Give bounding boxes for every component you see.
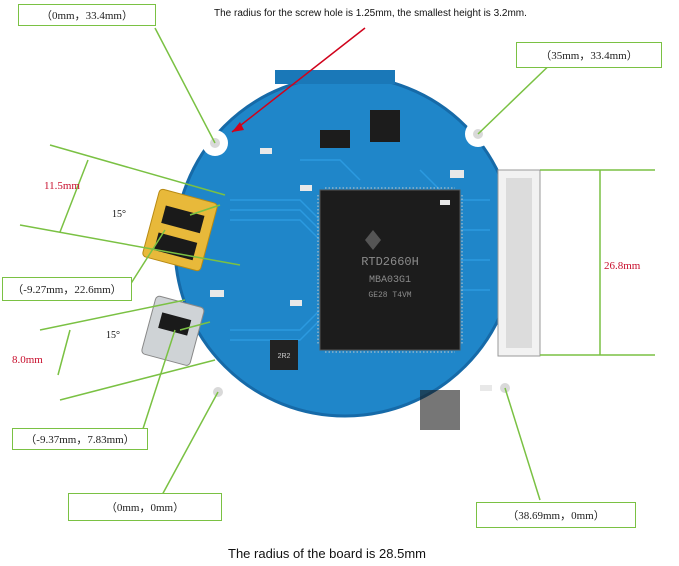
leader-lines: [19, 27, 655, 509]
chip-marking-3: GE28 T4VM: [368, 291, 411, 300]
inductor-marking: 2R2: [278, 353, 291, 360]
coord-hdmi-full: （-9.27mm，22.6mm）: [2, 277, 132, 301]
board-caption: The radius of the board is 28.5mm: [228, 546, 426, 561]
chip-pins: [317, 187, 463, 353]
hdmi-dimension-lines: [57, 159, 89, 376]
coord-bottom-right: （38.69mm，0mm）: [476, 502, 636, 528]
fpc-slot: [506, 178, 532, 348]
screw-hole-note: The radius for the screw hole is 1.25mm,…: [214, 8, 527, 19]
arrow-head-icon: [232, 122, 244, 132]
board-top-flat: [275, 70, 395, 84]
connector-height-label: 26.8mm: [604, 260, 641, 272]
hdmi-mini-connector: [141, 295, 205, 366]
hdmi-full-angle-label: 15°: [112, 209, 126, 220]
connector-pin-label: 40: [484, 343, 493, 352]
chip-logo-icon: [365, 230, 381, 250]
main-chip: [319, 189, 461, 351]
coord-bottom-left: （0mm，0mm）: [68, 493, 222, 521]
coord-top-right: （35mm，33.4mm）: [516, 42, 662, 68]
smd-components: [210, 110, 492, 430]
coord-hdmi-mini: （-9.37mm，7.83mm）: [12, 428, 148, 450]
hdmi-mini-angle-label: 15°: [106, 330, 120, 341]
hdmi-mini-width-label: 8.0mm: [12, 354, 43, 366]
chip-marking-2: MBA03G1: [369, 275, 411, 286]
coord-top-left: （0mm，33.4mm）: [18, 4, 156, 26]
screw-note-arrow: [231, 27, 366, 133]
hdmi-full-width-label: 11.5mm: [44, 180, 80, 192]
chip-marking-1: RTD2660H: [361, 255, 419, 269]
